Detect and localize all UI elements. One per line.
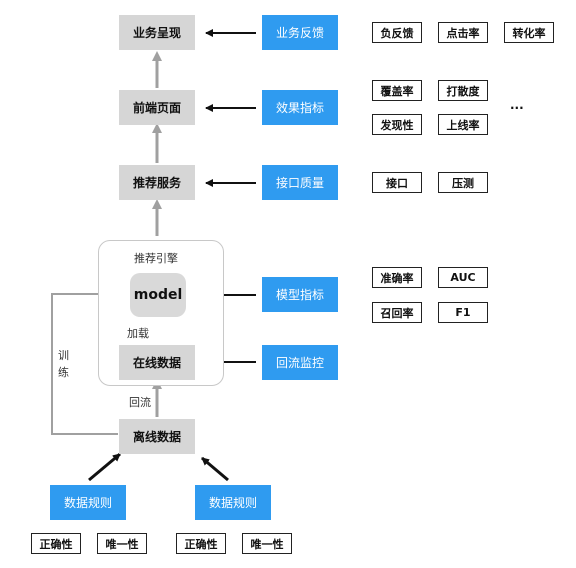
business-display-node[interactable]: 业务呈现 — [119, 15, 195, 50]
tag-coverage: 覆盖率 — [372, 80, 422, 101]
tag-accuracy: 准确率 — [372, 267, 422, 288]
data-rules-right-box[interactable]: 数据规则 — [195, 485, 271, 520]
tag-recall: 召回率 — [372, 302, 422, 323]
effect-metrics-box[interactable]: 效果指标 — [262, 90, 338, 125]
business-feedback-box[interactable]: 业务反馈 — [262, 15, 338, 50]
tag-conversion-rate: 转化率 — [504, 22, 554, 43]
tag-auc: AUC — [438, 267, 488, 288]
tag-click-rate: 点击率 — [438, 22, 488, 43]
more-ellipsis: ... — [510, 98, 524, 112]
tag-uniqueness-left: 唯一性 — [97, 533, 147, 554]
model-metrics-box[interactable]: 模型指标 — [262, 277, 338, 312]
tag-uniqueness-right: 唯一性 — [242, 533, 292, 554]
arrow-rules-right — [201, 456, 229, 482]
backflow-label: 回流 — [129, 396, 151, 409]
engine-label: 推荐引擎 — [134, 252, 178, 265]
tag-launch-rate: 上线率 — [438, 114, 488, 135]
model-node[interactable]: model — [130, 273, 186, 317]
load-label: 加载 — [127, 327, 149, 340]
tag-discoverability: 发现性 — [372, 114, 422, 135]
tag-stress-test: 压测 — [438, 172, 488, 193]
tag-negative-feedback: 负反馈 — [372, 22, 422, 43]
data-rules-left-box[interactable]: 数据规则 — [50, 485, 126, 520]
tag-f1: F1 — [438, 302, 488, 323]
offline-data-node[interactable]: 离线数据 — [119, 419, 195, 454]
training-loop-line — [51, 289, 129, 435]
tag-correctness-left: 正确性 — [31, 533, 81, 554]
interface-quality-box[interactable]: 接口质量 — [262, 165, 338, 200]
tag-diversity: 打散度 — [438, 80, 488, 101]
train-label-1: 训 — [58, 349, 69, 362]
train-label-2: 练 — [58, 366, 69, 379]
frontend-page-node[interactable]: 前端页面 — [119, 90, 195, 125]
backflow-monitor-box[interactable]: 回流监控 — [262, 345, 338, 380]
recommend-service-node[interactable]: 推荐服务 — [119, 165, 195, 200]
online-data-node[interactable]: 在线数据 — [119, 345, 195, 380]
arrow-rules-left — [88, 452, 121, 482]
tag-interface: 接口 — [372, 172, 422, 193]
tag-correctness-right: 正确性 — [176, 533, 226, 554]
